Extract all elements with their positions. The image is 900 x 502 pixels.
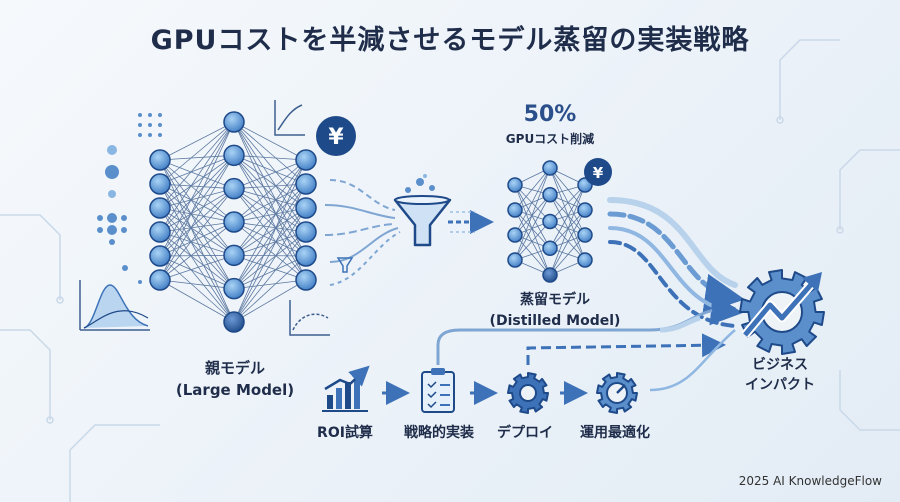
- large-model-label: 親モデル (Large Model): [150, 357, 320, 401]
- large-model-node: [149, 197, 171, 219]
- large-model-node: [149, 149, 171, 171]
- distilled-model-network: [507, 160, 593, 283]
- distilled-model-label-ja: 蒸留モデル: [520, 292, 590, 308]
- distilled-model-label: 蒸留モデル (Distilled Model): [470, 290, 640, 332]
- distilled-model-node: [507, 252, 523, 268]
- distilled-model-node: [507, 202, 523, 218]
- gauge-gear-icon: [596, 372, 638, 414]
- step-ops-label: 運用最適化: [580, 425, 650, 441]
- gear-icon: [507, 372, 549, 414]
- yen-icon: ¥: [316, 116, 356, 156]
- chart-icon: [322, 365, 370, 412]
- funnel-output-arrow: [448, 210, 494, 234]
- footer-credit: 2025 AI KnowledgeFlow: [738, 474, 882, 488]
- data-dots-decoration: [97, 113, 162, 284]
- large-model-node: [295, 197, 317, 219]
- savings-label: GPUコスト削減: [505, 132, 595, 146]
- savings-value: 50%: [523, 102, 577, 127]
- large-model-node: [149, 269, 171, 291]
- distilled-model-node: [507, 227, 523, 243]
- large-model-node: [295, 221, 317, 243]
- checklist-icon: [421, 368, 455, 413]
- svg-text:¥: ¥: [328, 125, 344, 150]
- large-model-node: [223, 111, 245, 133]
- distilled-model-node: [542, 267, 558, 283]
- circuit-decoration: [0, 39, 900, 502]
- large-model-network: [149, 111, 317, 333]
- distilled-model-node: [542, 160, 558, 176]
- svg-text:¥: ¥: [593, 164, 604, 182]
- line-chart-icon: [274, 100, 330, 336]
- large-model-node: [223, 211, 245, 233]
- large-model-node: [223, 177, 245, 200]
- distilled-model-node: [577, 252, 593, 268]
- large-model-node: [149, 221, 171, 243]
- process-to-impact-lines: [436, 296, 736, 392]
- distilled-model-label-en: (Distilled Model): [489, 313, 621, 329]
- distilled-model-node: [577, 227, 593, 243]
- large-model-label-ja: 親モデル: [204, 359, 265, 377]
- distilled-model-node: [542, 213, 558, 230]
- step-deploy-label: デプロイ: [497, 425, 553, 441]
- small-funnel-icon: [336, 257, 354, 273]
- distribution-chart-icon: [79, 280, 150, 331]
- large-model-node: [295, 149, 317, 171]
- step-roi-label: ROI試算: [317, 425, 373, 441]
- large-model-label-en: (Large Model): [175, 381, 295, 399]
- large-model-node: [149, 245, 171, 267]
- impact-label: ビジネス インパクト: [720, 355, 840, 395]
- large-model-node: [223, 144, 245, 167]
- large-model-node: [223, 311, 245, 333]
- step-strategy-label: 戦略的実装: [404, 425, 474, 441]
- large-model-node: [149, 173, 171, 195]
- yen-icon-small: ¥: [584, 158, 612, 186]
- distilled-model-node: [577, 202, 593, 218]
- large-model-node: [223, 244, 245, 267]
- page-title: GPUコストを半減させるモデル蒸留の実装戦略: [150, 25, 750, 56]
- distilled-model-node: [542, 187, 558, 203]
- impact-arrow: [741, 272, 822, 338]
- large-model-node: [295, 173, 317, 195]
- impact-label-line1: ビジネス: [752, 357, 808, 373]
- large-model-node: [295, 269, 317, 291]
- impact-label-line2: インパクト: [745, 377, 815, 393]
- large-model-node: [223, 277, 245, 300]
- distilled-model-node: [507, 177, 523, 193]
- distilled-model-node: [542, 240, 558, 256]
- large-model-node: [295, 245, 317, 267]
- flow-lines-to-funnel: [324, 179, 401, 286]
- funnel-icon: [393, 174, 452, 247]
